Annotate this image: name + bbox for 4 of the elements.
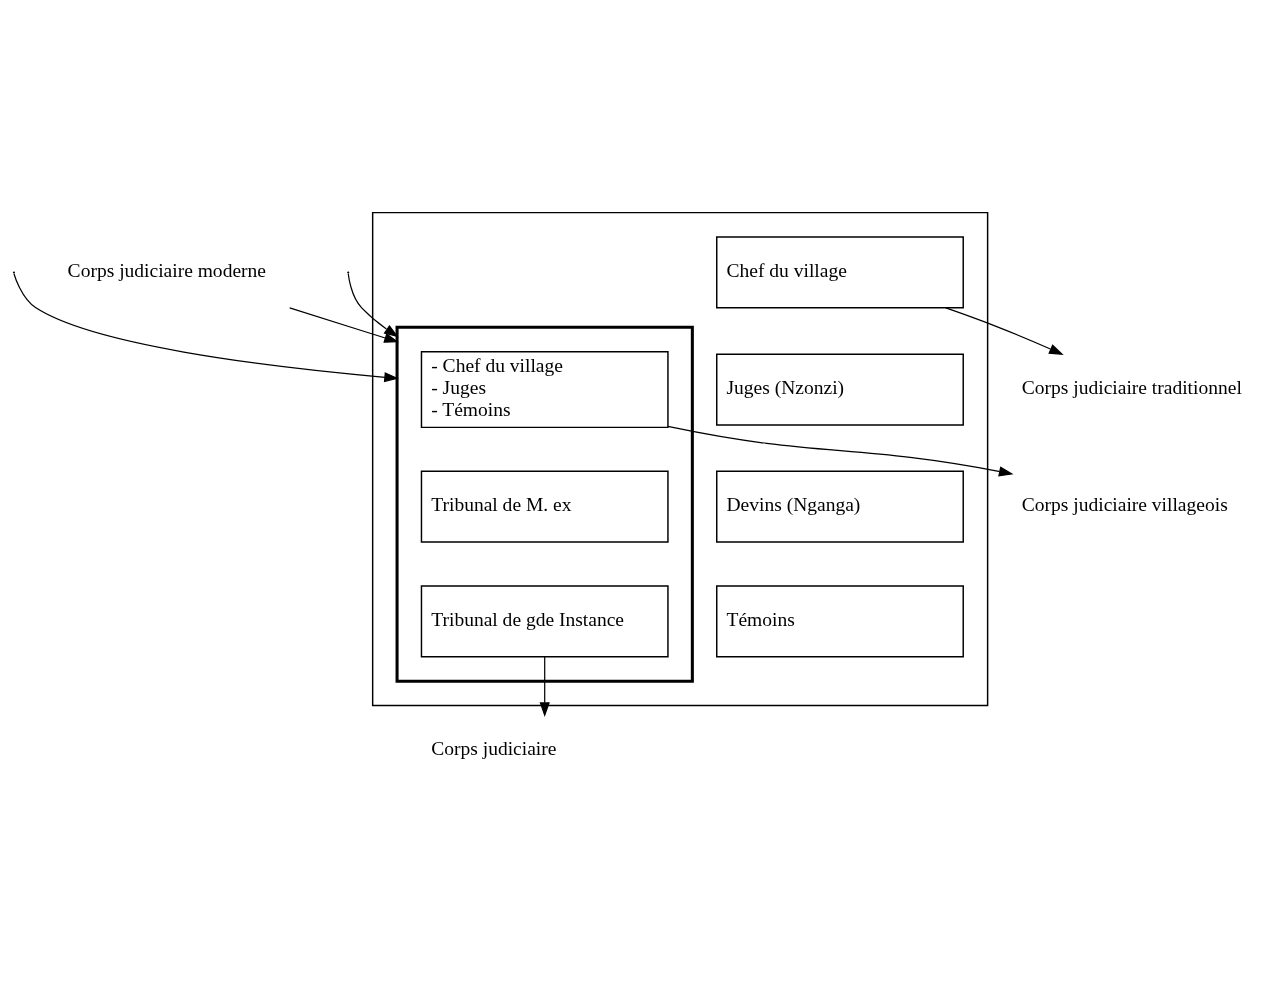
node-text: Corps judiciaire villageois xyxy=(1021,494,1228,516)
node-text: Corps judiciaire xyxy=(431,738,557,760)
node-text: Corps judiciaire traditionnel xyxy=(1021,377,1242,399)
node-text: Corps judiciaire moderne xyxy=(67,260,266,282)
